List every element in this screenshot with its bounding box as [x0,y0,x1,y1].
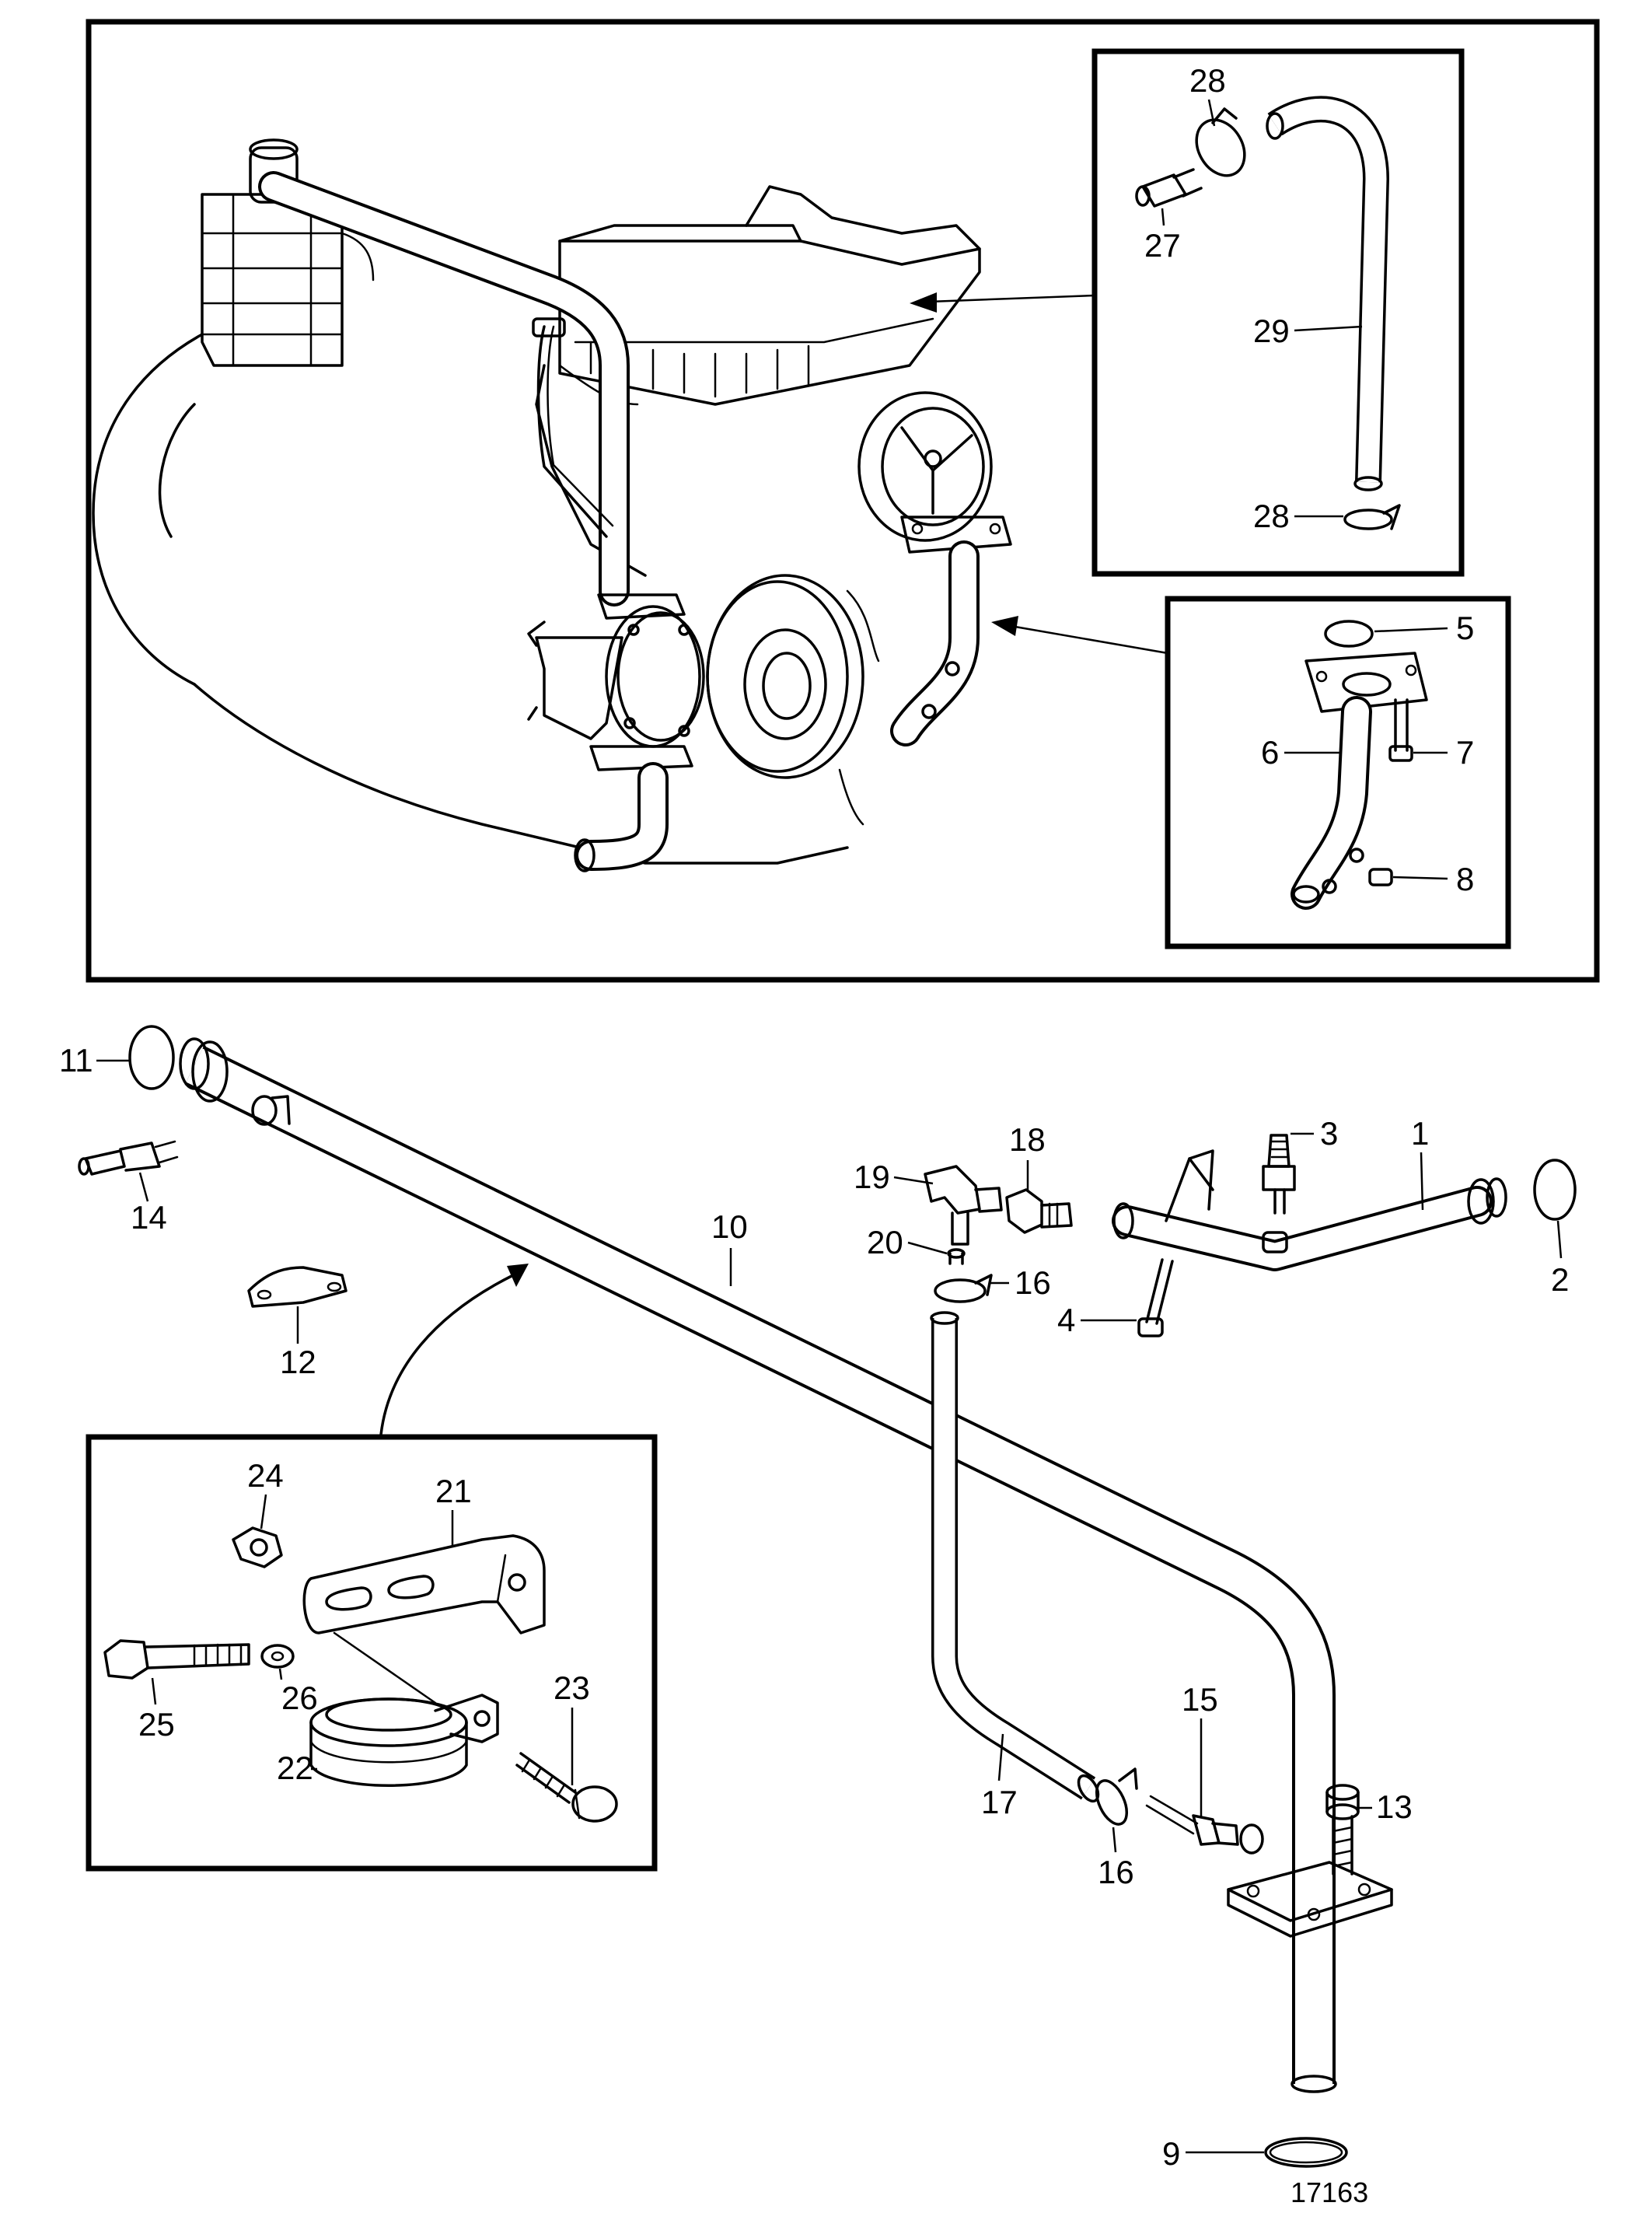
label-29: 29 [1253,313,1290,349]
label-27: 27 [1144,227,1181,264]
label-6: 6 [1261,734,1279,771]
clamp-16-lower [1095,1767,1138,1826]
o-ring-11 [128,1025,175,1090]
label-9: 9 [1162,2135,1180,2172]
part-callouts: 28 27 29 28 5 6 7 8 11 14 12 10 [59,62,1569,2172]
label-23: 23 [554,1669,590,1706]
label-11: 11 [59,1042,93,1079]
label-24: 24 [247,1457,284,1494]
label-1: 1 [1411,1115,1429,1152]
label-4: 4 [1057,1302,1075,1338]
label-2: 2 [1551,1261,1569,1298]
label-17: 17 [981,1784,1018,1820]
label-3: 3 [1320,1115,1338,1152]
main-pipe-assembly [179,1037,1393,2093]
figure-number: 17163 [1291,2176,1368,2208]
label-12: 12 [280,1344,316,1380]
label-14: 14 [131,1199,167,1236]
callout-arrows-top [910,292,1168,655]
label-22: 22 [277,1750,313,1786]
elbow-detail-illustration [1291,620,1428,910]
fitting-3 [1262,1134,1296,1215]
elbow-19 [924,1165,1003,1246]
label-16-upper: 16 [1015,1264,1051,1301]
label-18: 18 [1009,1121,1046,1158]
label-28-top: 28 [1189,62,1226,99]
label-13: 13 [1376,1788,1413,1825]
elbow-detail-box [1165,596,1511,949]
clamp-detail-box [86,1434,658,1872]
label-21: 21 [435,1473,472,1509]
adapter-18 [1005,1188,1073,1234]
bracket-12 [247,1266,348,1308]
hose-17 [930,1311,1100,1803]
clamp-callout-arrow [379,1264,529,1436]
label-20: 20 [867,1224,903,1260]
label-28-bottom: 28 [1253,498,1290,534]
label-7: 7 [1456,734,1474,771]
fitting-15 [1145,1795,1239,1846]
label-5: 5 [1456,610,1474,646]
pipe-1 [1112,1149,1507,1337]
label-19: 19 [854,1159,890,1195]
label-10: 10 [711,1208,748,1245]
sensor-14 [78,1140,179,1176]
label-25: 25 [138,1706,175,1743]
clamp-detail-illustration [103,1526,618,1823]
label-16-lower: 16 [1098,1854,1134,1890]
o-ring-2 [1533,1159,1577,1221]
washer-20 [947,1248,966,1265]
clamp-16-upper [934,1274,993,1303]
engine-illustration [92,138,1012,872]
label-26: 26 [281,1680,318,1716]
label-15: 15 [1182,1681,1218,1718]
label-8: 8 [1456,861,1474,897]
o-ring-9 [1264,2137,1348,2168]
hose-detail-illustration [1135,96,1401,530]
